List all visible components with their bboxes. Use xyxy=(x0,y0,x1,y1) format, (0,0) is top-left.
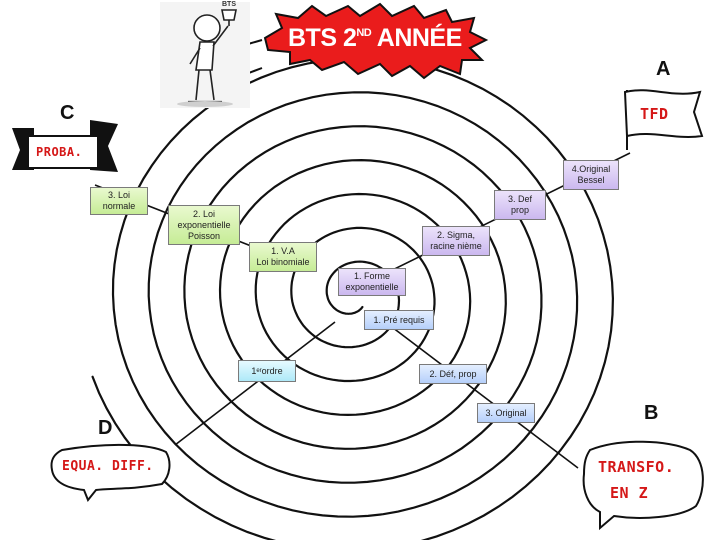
trophy-label: BTS xyxy=(222,1,236,8)
figure-arm-left xyxy=(189,47,201,65)
letter-c: C xyxy=(60,102,75,124)
title-text: BTS 2ND ANNÉE xyxy=(288,24,462,53)
figure-head xyxy=(193,14,221,42)
title-rest: ANNÉE xyxy=(371,24,463,52)
figure-arm-right xyxy=(212,25,229,47)
box-sigma-racine: 2. Sigma, racine nième xyxy=(422,226,490,256)
box-original-z: 3. Original xyxy=(477,403,535,423)
premier-ordre-sup: er xyxy=(256,367,262,374)
premier-ordre-num: 1 xyxy=(251,365,257,376)
spiral-path xyxy=(91,57,615,540)
bubble-transfo xyxy=(582,440,704,531)
premier-ordre-rest: ordre xyxy=(261,365,283,376)
theme-tfd: TFD xyxy=(640,105,669,123)
box-loi-exponentielle: 2. Loi exponentielle Poisson xyxy=(168,205,240,245)
letter-d: D xyxy=(98,417,113,439)
title-sup: ND xyxy=(356,27,372,39)
figure-shadow xyxy=(177,101,233,107)
banner-ribbon xyxy=(27,135,99,169)
theme-transfo-line2: EN Z xyxy=(610,484,649,502)
box-pre-requis: 1. Pré requis xyxy=(364,310,434,330)
trophy-icon xyxy=(221,9,237,26)
flag-tfd-cloth xyxy=(623,89,704,138)
letter-b: B xyxy=(644,402,659,424)
box-def-prop: 3. Def prop xyxy=(494,190,546,220)
banner-proba xyxy=(12,120,118,172)
title-burst xyxy=(263,2,489,80)
letter-a: A xyxy=(656,58,671,80)
figure-legs xyxy=(195,69,215,101)
box-original-bessel: 4.Original Bessel xyxy=(563,160,619,190)
theme-equa-diff: EQUA. DIFF. xyxy=(62,459,154,474)
bubble-equa-diff xyxy=(50,443,171,502)
box-def-prop-z: 2. Déf, prop xyxy=(419,364,487,384)
figure-body xyxy=(195,41,215,71)
flag-tfd xyxy=(623,89,704,150)
connector-cyan xyxy=(174,321,336,446)
title-main: BTS 2 xyxy=(288,24,357,52)
connector-blue xyxy=(379,317,579,469)
box-loi-normale: 3. Loi normale xyxy=(90,187,148,215)
dash-1 xyxy=(247,39,263,45)
box-va-binomiale: 1. V.A Loi binomiale xyxy=(249,242,317,272)
stick-figure xyxy=(160,2,250,108)
theme-transfo-line1: TRANSFO. xyxy=(598,458,675,476)
box-forme-exponentielle: 1. Forme exponentielle xyxy=(338,268,406,296)
theme-proba: PROBA. xyxy=(36,145,83,159)
